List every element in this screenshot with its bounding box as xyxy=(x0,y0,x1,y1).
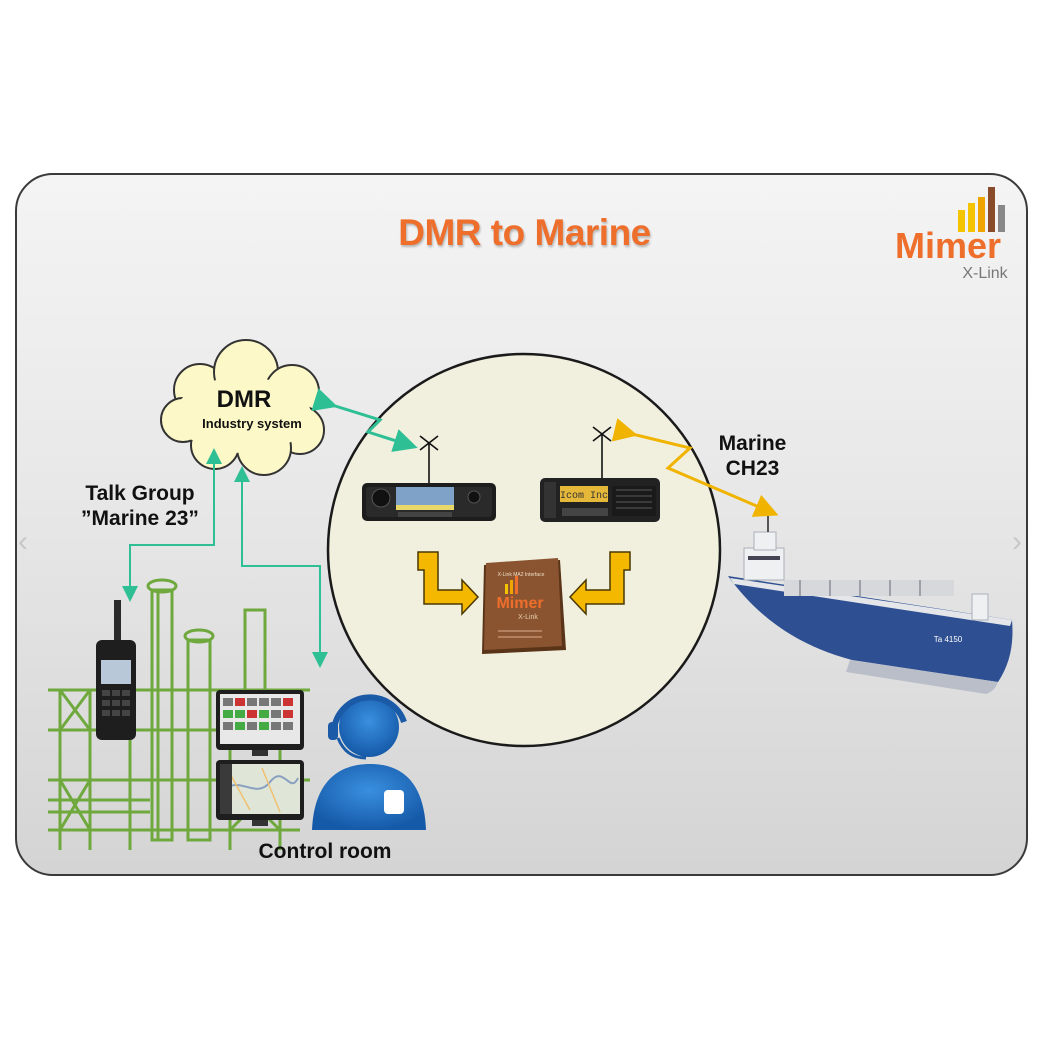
cloud-subtitle: Industry system xyxy=(202,416,302,431)
dmr-cloud xyxy=(160,339,325,476)
talk-group-line1: Talk Group xyxy=(85,482,195,505)
svg-text:Mimer: Mimer xyxy=(496,595,543,612)
logo-bar-2 xyxy=(968,203,975,232)
map-monitor-icon xyxy=(216,760,304,826)
slide-title: DMR to Marine xyxy=(398,212,651,253)
dmr-mobile-radio-icon xyxy=(362,483,496,521)
logo-bar-3 xyxy=(978,197,985,232)
previous-arrow-icon[interactable]: ‹ xyxy=(18,525,28,558)
svg-text:X-Link: X-Link xyxy=(518,614,538,621)
svg-text:Icom Inc: Icom Inc xyxy=(560,491,608,502)
logo-brand: Mimer xyxy=(895,225,1001,266)
control-room-label: Control room xyxy=(258,840,392,863)
dmr-antenna-icon xyxy=(419,435,439,484)
marine-line2: CH23 xyxy=(725,457,780,480)
right-flow-arrow-icon xyxy=(568,551,631,616)
handheld-radio-icon xyxy=(96,600,136,740)
svg-text:X-Link MA2 Interface: X-Link MA2 Interface xyxy=(498,572,545,578)
marine-antenna-icon xyxy=(592,426,612,478)
next-arrow-icon[interactable]: › xyxy=(1012,525,1022,558)
logo-bar-4 xyxy=(988,187,995,232)
marine-mobile-radio-icon: Icom Inc xyxy=(540,478,660,522)
xlink-interface-box-icon: X-Link MA2 Interface Mimer X-Link xyxy=(482,558,566,654)
dispatch-monitor-icon xyxy=(216,690,304,756)
talk-group-line2: ”Marine 23” xyxy=(81,507,199,530)
left-flow-arrow-icon xyxy=(417,551,480,616)
tanker-ship-icon: Ta 4150 xyxy=(728,516,1013,694)
operator-with-headset-icon xyxy=(312,694,426,830)
svg-text:Ta 4150: Ta 4150 xyxy=(934,635,963,644)
gateway-circle xyxy=(326,352,722,748)
cloud-radio-link xyxy=(311,388,418,452)
logo-bar-1 xyxy=(958,210,965,232)
cloud-title: DMR xyxy=(217,386,272,413)
talkgroup-link xyxy=(122,454,215,602)
mimer-logo: Mimer X-Link xyxy=(895,187,1009,282)
marine-line1: Marine xyxy=(718,432,787,455)
talk-group-label: Talk Group ”Marine 23” xyxy=(60,481,220,531)
marine-channel-label: Marine CH23 xyxy=(700,431,805,481)
logo-sub: X-Link xyxy=(962,265,1008,282)
control-room-link xyxy=(241,476,328,668)
logo-bar-5 xyxy=(998,205,1005,232)
marine-link xyxy=(611,418,779,517)
